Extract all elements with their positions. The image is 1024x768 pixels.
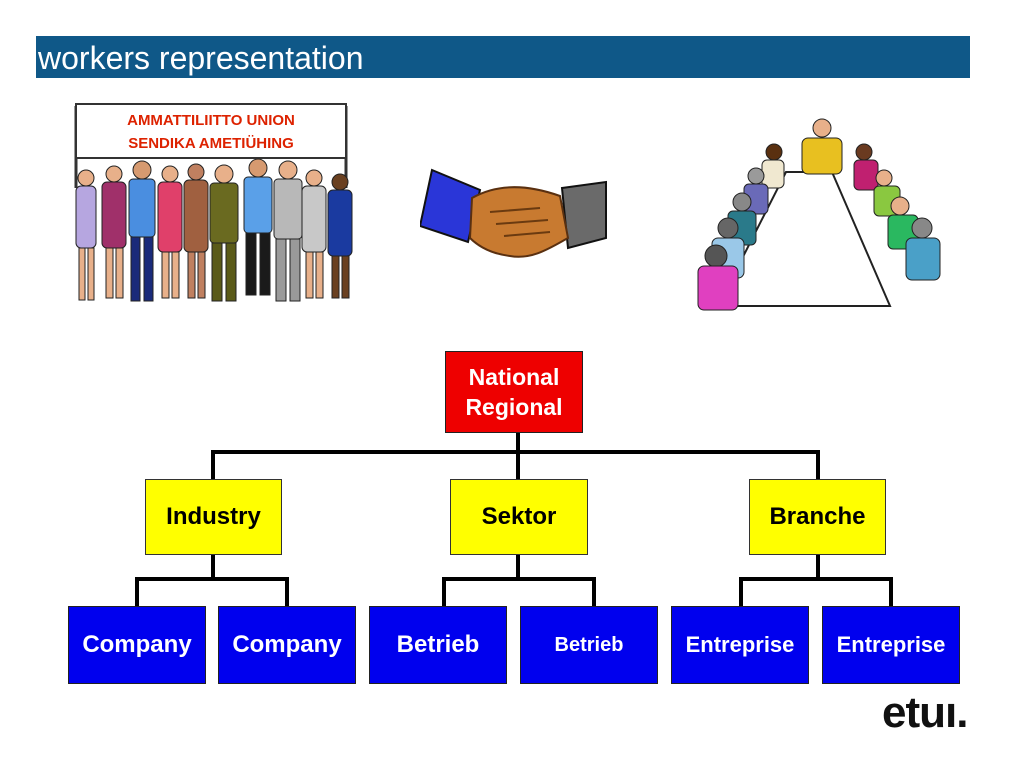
meeting-table-icon: [697, 118, 941, 311]
etui-logo: etuı.: [882, 688, 968, 737]
box-sektor: Sektor: [450, 479, 588, 555]
box-entreprise-2: Entreprise: [822, 606, 960, 684]
handshake-icon: [420, 168, 607, 258]
box-industry: Industry: [145, 479, 282, 555]
page-title: workers representation: [36, 36, 970, 78]
box-regional-line: Regional: [465, 394, 563, 420]
box-company-1: Company: [68, 606, 206, 684]
box-branche: Branche: [749, 479, 886, 555]
box-betrieb-2: Betrieb: [520, 606, 658, 684]
box-betrieb-1: Betrieb: [369, 606, 507, 684]
box-national-line: National: [468, 364, 560, 390]
banner-line-2: SENDIKA AMETIÜHING: [128, 135, 294, 152]
workers-crowd-icon: AMMATTILIITTO UNION SENDIKA AMETIÜHING: [74, 103, 353, 302]
box-entreprise-1: Entreprise: [671, 606, 809, 684]
banner-line-1: AMMATTILIITTO UNION: [127, 112, 295, 129]
box-national-regional: National Regional: [445, 351, 583, 433]
box-company-2: Company: [218, 606, 356, 684]
